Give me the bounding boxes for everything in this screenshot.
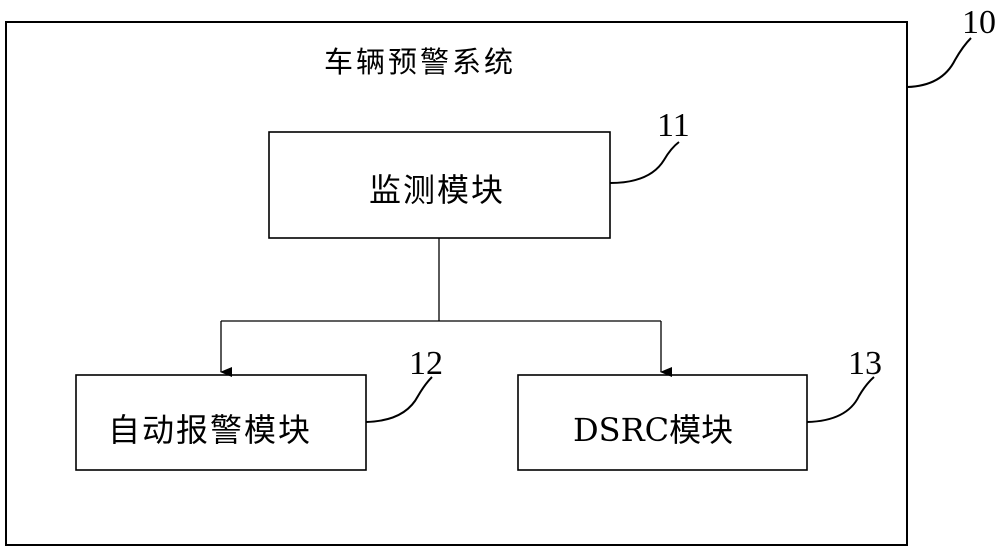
monitor-module-ref-number: 11	[657, 107, 690, 144]
system-box	[5, 21, 908, 546]
system-ref-number: 10	[962, 4, 996, 41]
leader-12	[365, 376, 433, 423]
dsrc-module-label: DSRC模块	[573, 411, 734, 449]
dsrc-module-ref-number: 13	[848, 345, 882, 382]
leader-10	[906, 37, 972, 88]
auto-alarm-module-ref-number: 12	[409, 345, 443, 382]
system-title: 车辆预警系统	[324, 45, 517, 79]
leader-11	[609, 141, 680, 184]
monitor-module-label: 监测模块	[369, 171, 506, 209]
auto-alarm-module-label: 自动报警模块	[108, 411, 313, 449]
leader-13	[806, 376, 875, 423]
